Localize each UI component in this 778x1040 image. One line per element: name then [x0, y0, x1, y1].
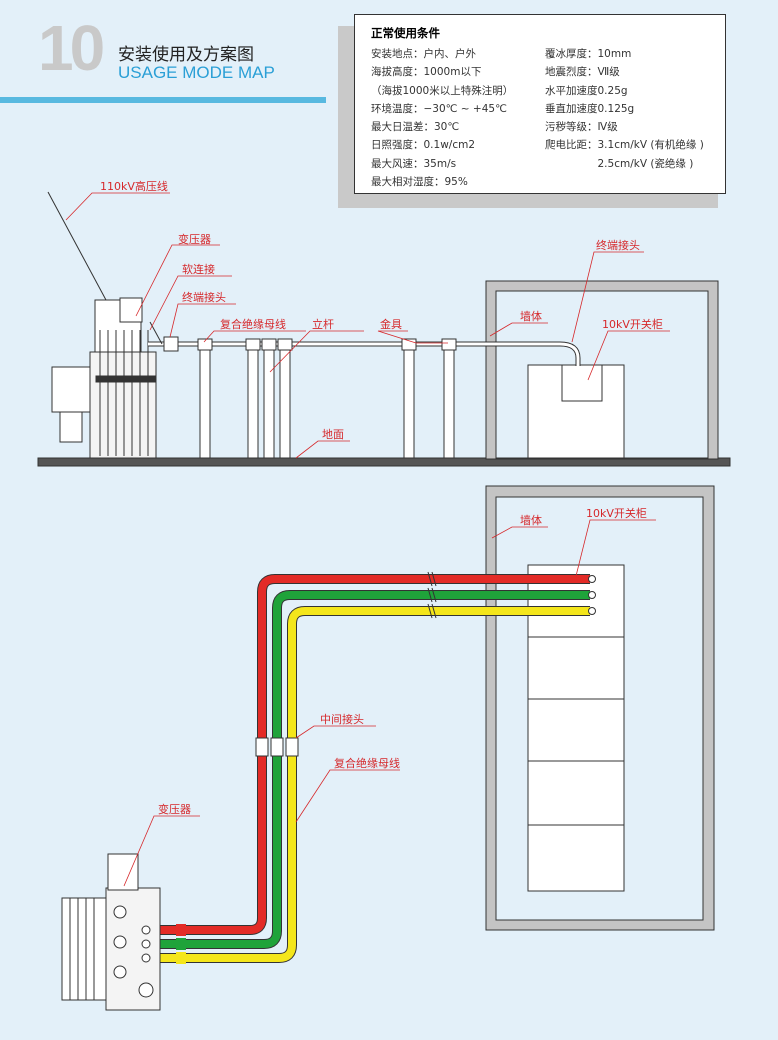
label-terminal-left: 终端接头 — [182, 290, 226, 304]
header-rule — [0, 97, 326, 103]
condition-item: 2.5cm/kV (瓷绝缘 ) — [545, 157, 694, 170]
section-title-cn: 安装使用及方案图 — [118, 45, 254, 65]
condition-item: 污秽等级：Ⅳ级 — [545, 121, 618, 134]
cabinet-terminals — [588, 575, 596, 615]
label-wall-2: 墙体 — [520, 513, 542, 527]
condition-item: 爬电比距：3.1cm/kV (有机绝缘 ) — [545, 139, 704, 152]
condition-item: 海拔高度：1000m以下 — [371, 66, 482, 79]
label-switchgear-2: 10kV开关柜 — [586, 506, 647, 520]
label-busbar-2: 复合绝缘母线 — [334, 756, 400, 770]
label-ground: 地面 — [322, 428, 344, 441]
leaders-2 — [123, 519, 656, 887]
condition-item: 最大日温差：30℃ — [371, 121, 460, 134]
condition-item: 覆冰厚度：10mm — [545, 48, 632, 60]
transformer-1 — [51, 297, 157, 459]
condition-item: 最大风速：35m/s — [371, 157, 457, 170]
condition-item: 水平加速度0.25g — [545, 84, 628, 97]
label-transformer-2: 变压器 — [158, 802, 191, 816]
leaders-1 — [65, 192, 670, 459]
condition-item: 安装地点：户内、户外 — [371, 48, 476, 60]
conditions-panel: 正常使用条件 安装地点：户内、户外 海拔高度：1000m以下 （海拔1000米以… — [354, 14, 726, 194]
label-middle-joint: 中间接头 — [320, 713, 364, 726]
label-wall: 墙体 — [520, 309, 542, 323]
label-busbar: 复合绝缘母线 — [220, 317, 286, 331]
condition-item: 环境温度：−30℃ ~ +45℃ — [371, 102, 507, 115]
diagram2: 墙体 10kV开关柜 中间接头 复合绝缘母线 变压器 — [61, 485, 715, 1011]
hv-line — [47, 191, 107, 301]
conditions-right-column: 覆冰厚度：10mm 地震烈度：Ⅶ级 水平加速度0.25g 垂直加速度0.125g… — [545, 45, 704, 173]
conditions-left-column: 安装地点：户内、户外 海拔高度：1000m以下 （海拔1000米以上特殊注明） … — [371, 45, 513, 191]
label-transformer: 变压器 — [178, 232, 211, 246]
label-hv-line: 110kV高压线 — [100, 179, 168, 193]
section-title-en: USAGE MODE MAP — [118, 63, 275, 82]
conditions-title: 正常使用条件 — [371, 26, 440, 40]
diagram1: 110kV高压线 变压器 软连接 终端接头 复合绝缘母线 立杆 金具 墙体 终端… — [37, 179, 731, 467]
transformer-2 — [61, 853, 161, 1011]
break-marks — [427, 571, 437, 619]
label-terminal-right: 终端接头 — [596, 238, 640, 252]
label-flex-joint: 软连接 — [182, 262, 215, 276]
condition-item: 垂直加速度0.125g — [545, 102, 635, 115]
condition-item: 最大相对湿度：95% — [371, 176, 468, 189]
condition-item: 地震烈度：Ⅶ级 — [545, 66, 620, 79]
label-switchgear: 10kV开关柜 — [602, 317, 663, 331]
label-fitting: 金具 — [380, 317, 402, 331]
section-number: 10 — [38, 12, 105, 84]
label-pole: 立杆 — [312, 317, 334, 331]
poles — [197, 338, 457, 459]
switchgear-inner — [561, 364, 603, 402]
condition-item: （海拔1000米以上特殊注明） — [371, 84, 514, 97]
condition-item: 日照强度：0.1w/cm2 — [371, 139, 476, 152]
ground-slab — [37, 457, 731, 467]
middle-joints — [255, 737, 299, 757]
